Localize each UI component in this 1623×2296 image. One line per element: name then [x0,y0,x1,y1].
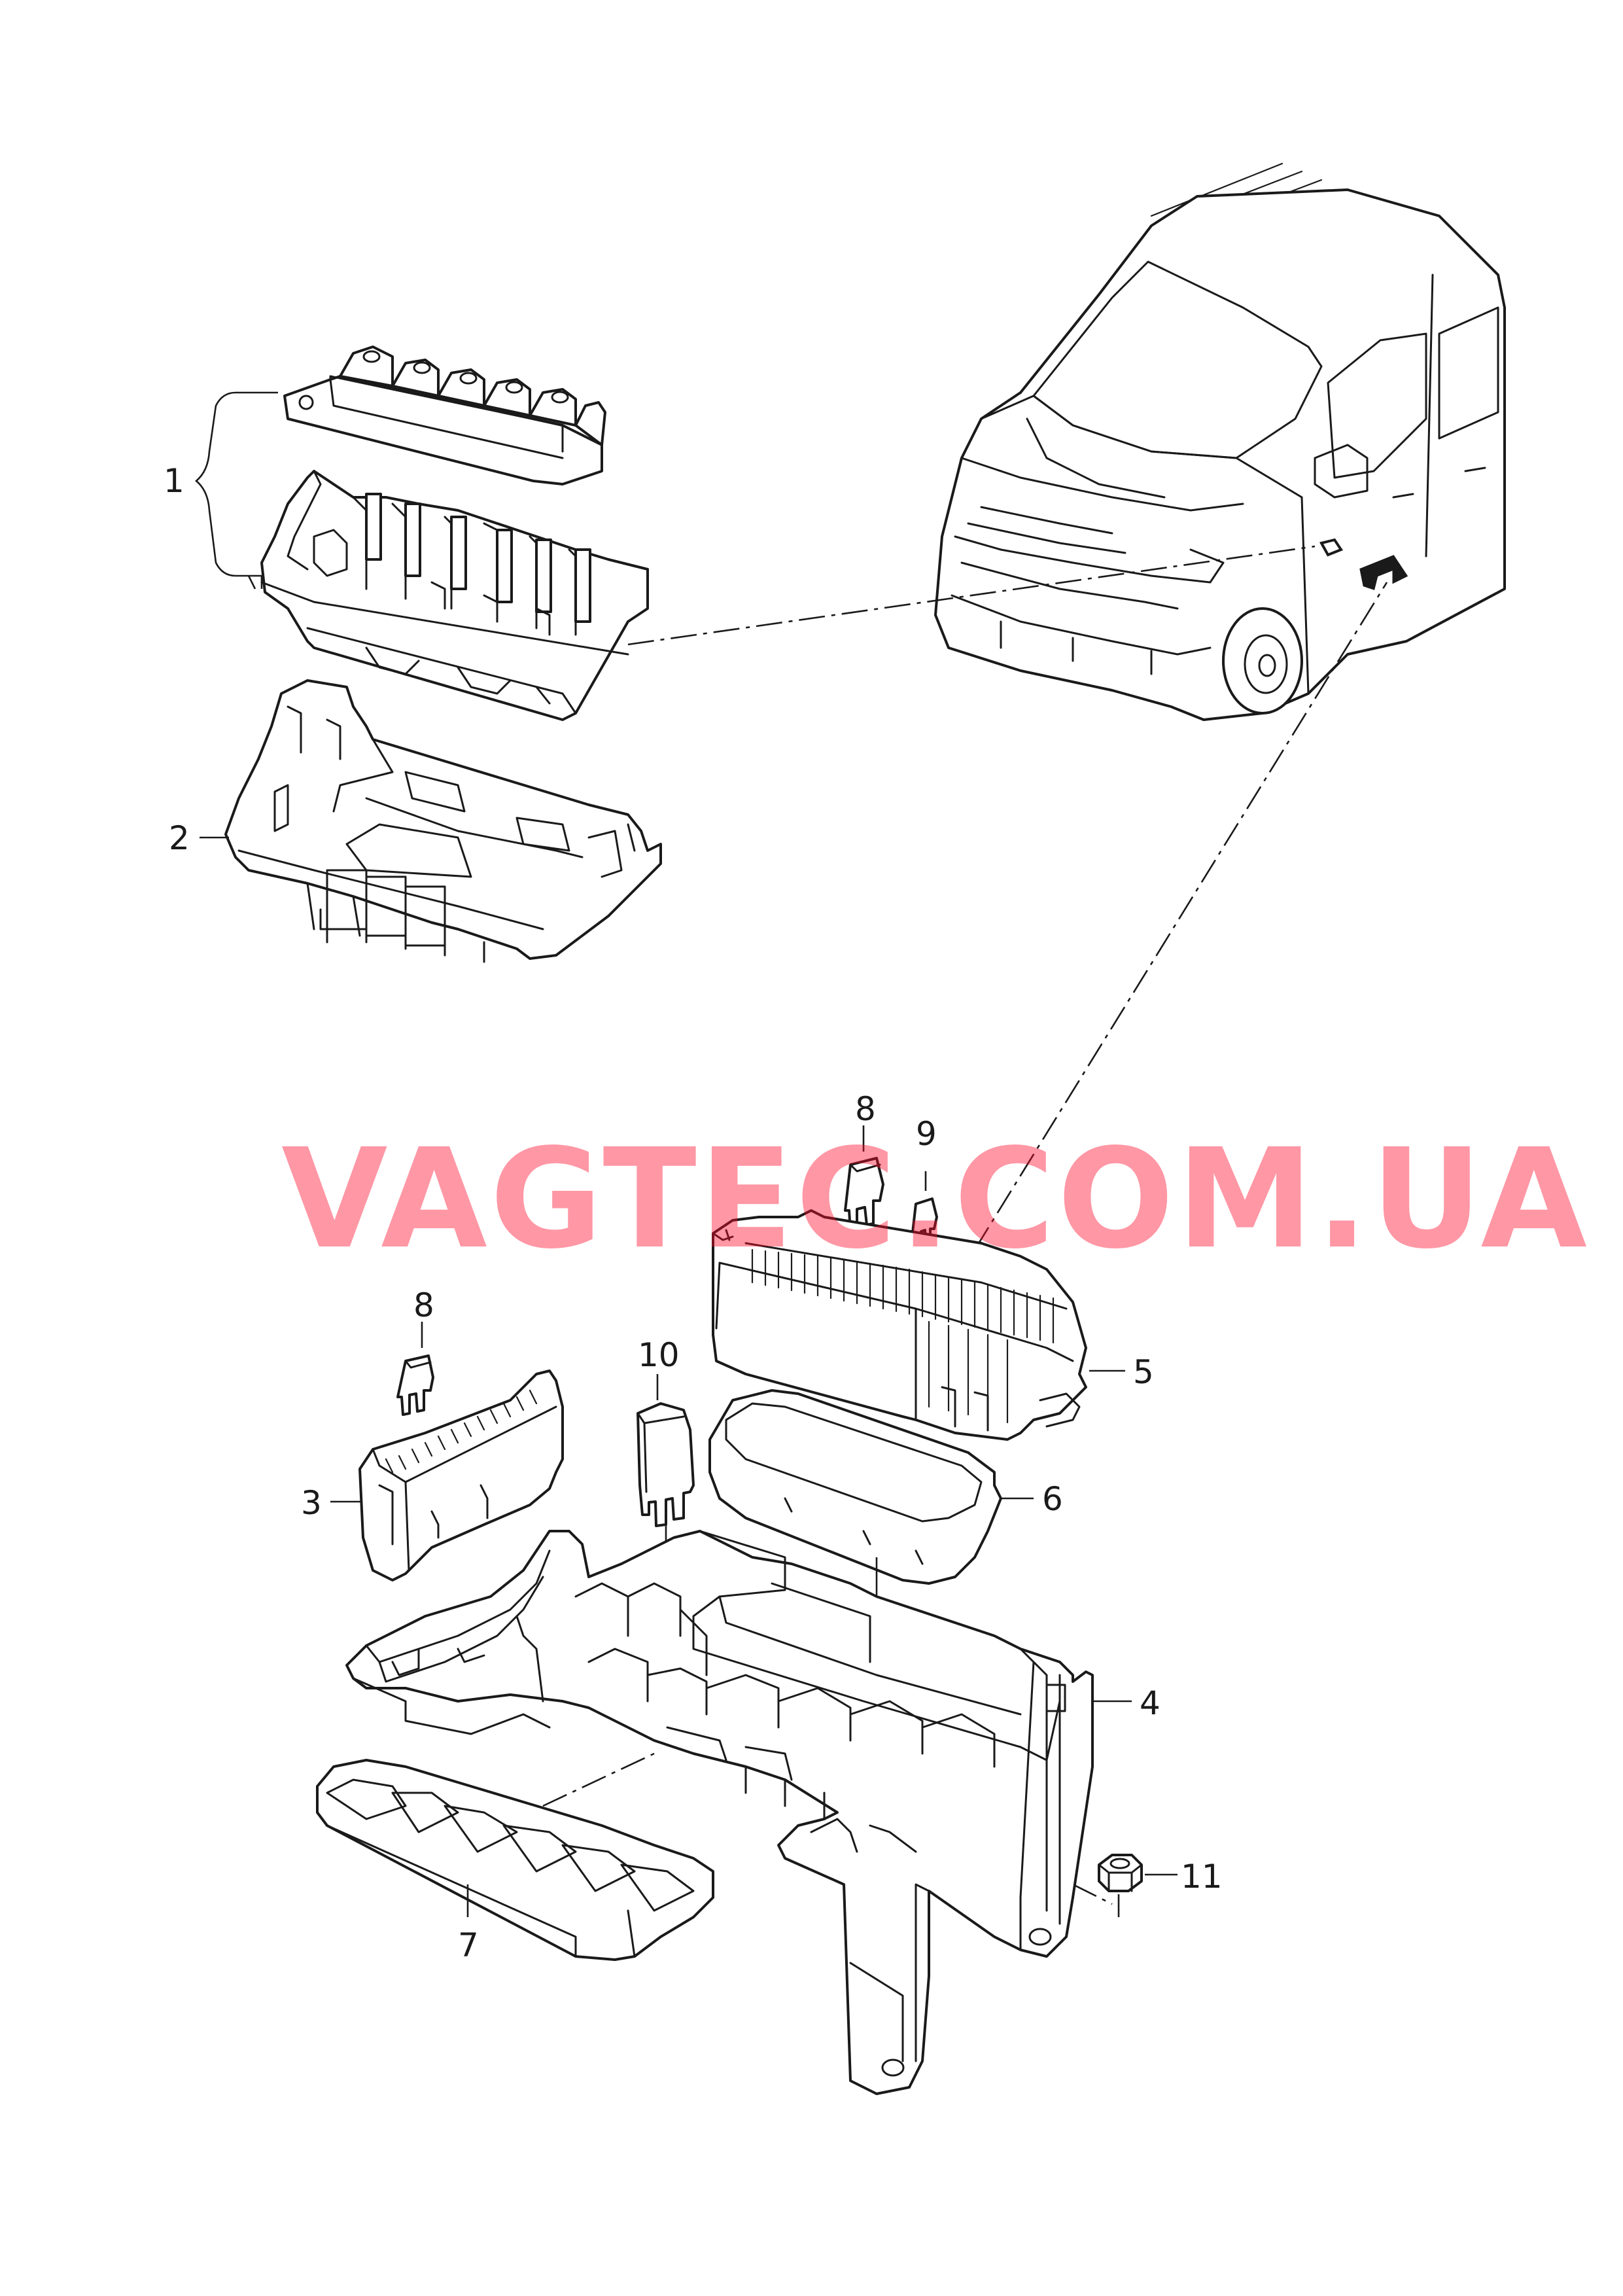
busbar-terminals [339,345,606,446]
part-3-fuse-carrier [358,1369,564,1581]
callout-1-label: 1 [164,462,184,500]
callout-4-label: 4 [1140,1684,1161,1722]
callout-2-label: 2 [169,819,190,857]
guide-nut-to-base [1072,1883,1113,1905]
callout-1-brace [194,391,278,590]
callout-8-upper-label: 8 [855,1090,876,1128]
callout-7-label: 7 [458,1926,479,1964]
part-10-relay [637,1402,695,1527]
part-11-hex-nut [1098,1854,1143,1892]
part-4-main-housing [345,1530,1094,2095]
guide-part7-to-base [542,1752,655,1807]
callout-5-label: 5 [1133,1353,1154,1391]
part-5-fuse-box [712,1209,1087,1441]
leader-van-to-part-1 [627,545,1316,646]
callout-9-label: 9 [916,1115,937,1153]
van-illustration [934,162,1506,721]
callout-6-label: 6 [1042,1480,1063,1518]
part-8-fuse-lower [396,1354,434,1416]
leader-van-to-part-5 [973,582,1388,1250]
callout-11-label: 11 [1181,1858,1223,1896]
part-6-cover [708,1389,1002,1585]
callout-8-lower-label: 8 [413,1286,434,1324]
part-7-relay-carrier [316,1759,714,1961]
callout-10-label: 10 [638,1336,680,1374]
part-1-busbar-assembly [260,345,649,721]
part-8-fuse-upper [844,1157,884,1233]
part-2-fuse-holder-tray [224,679,662,963]
watermark-text: VAGTEC.COM.UA [281,1119,1590,1279]
callout-3-label: 3 [301,1484,322,1522]
